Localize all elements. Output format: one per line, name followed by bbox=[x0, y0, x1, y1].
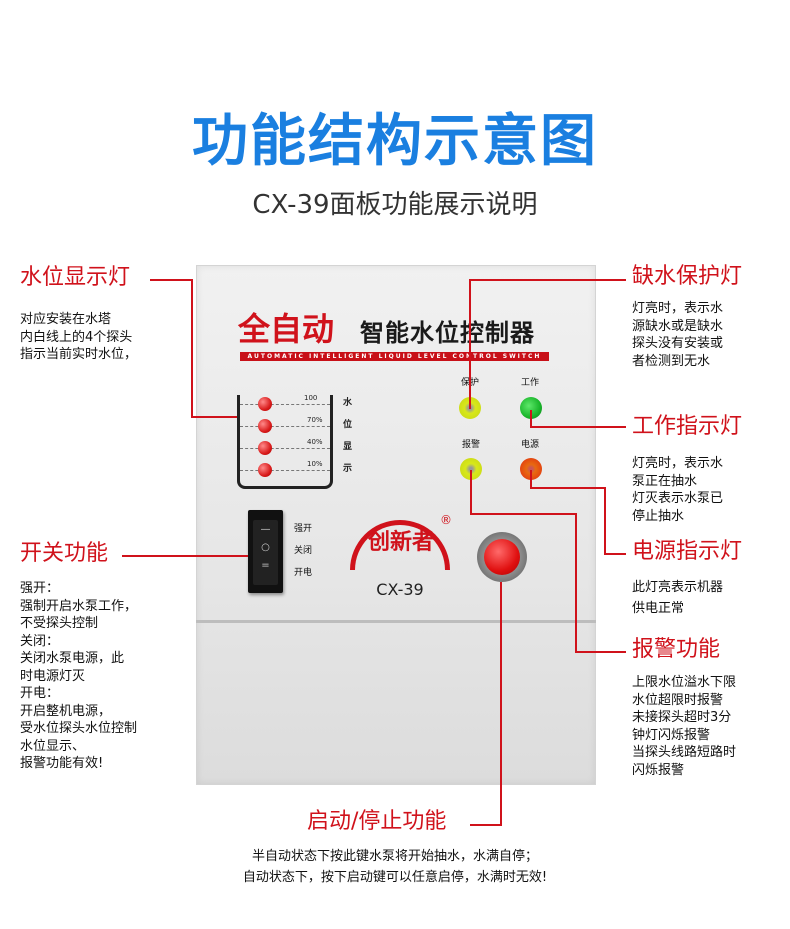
switch-label-force: 强开 bbox=[294, 524, 313, 534]
callout-desc-work: 灯亮时，表示水 泵正在抽水 灯灭表示水泵已 停止抽水 bbox=[632, 456, 724, 524]
callout-desc-start-stop: 自动状态下，按下启动键可以任意启停，水满时无效! bbox=[242, 870, 548, 885]
callout-line bbox=[470, 470, 472, 515]
switch-symbol-force: — bbox=[260, 524, 271, 535]
indicator-label-alarm: 报警 bbox=[462, 440, 481, 450]
callout-line bbox=[500, 582, 502, 826]
page-subtitle: CX-39面板功能展示说明 bbox=[252, 190, 538, 220]
level-line bbox=[240, 448, 330, 449]
callout-line bbox=[469, 279, 626, 281]
callout-desc-power: 此灯亮表示机器 供电正常 bbox=[632, 580, 724, 616]
level-line bbox=[240, 404, 330, 405]
callout-desc-switch: 强开： 强制开启水泵工作， 不受探头控制 关闭： 关闭水泵电源，此 时电源灯灭 … bbox=[20, 581, 138, 771]
callout-line bbox=[575, 513, 577, 653]
callout-line bbox=[191, 416, 237, 418]
callout-line bbox=[604, 487, 606, 555]
callout-title-water-level: 水位显示灯 bbox=[20, 265, 131, 290]
callout-line bbox=[530, 426, 626, 428]
power-led bbox=[520, 458, 542, 480]
callout-line bbox=[575, 651, 626, 653]
work-led bbox=[520, 397, 542, 419]
start-stop-button-cap[interactable] bbox=[484, 539, 520, 575]
alarm-led bbox=[460, 458, 482, 480]
callout-title-work: 工作指示灯 bbox=[632, 414, 743, 439]
callout-desc-water-level: 对应安装在水塔 内白线上的4个探头 指示当前实时水位， bbox=[20, 312, 138, 362]
level-label: 70% bbox=[307, 416, 323, 424]
level-led-10 bbox=[258, 463, 272, 477]
callout-line bbox=[470, 513, 577, 515]
brand-logo: 创新者 bbox=[367, 530, 434, 555]
level-line bbox=[240, 426, 330, 427]
registered-mark: ® bbox=[440, 513, 452, 527]
level-led-100 bbox=[258, 397, 272, 411]
level-label: 40% bbox=[307, 438, 323, 446]
callout-title-alarm: 报警功能 bbox=[632, 637, 721, 662]
switch-symbol-off: ○ bbox=[261, 542, 270, 553]
indicator-label-work: 工作 bbox=[521, 378, 540, 388]
level-label: 100 bbox=[304, 394, 318, 402]
page-title: 功能结构示意图 bbox=[192, 109, 598, 174]
level-vertical-text: 位 bbox=[343, 420, 353, 430]
rocker-switch[interactable]: — ○ = bbox=[248, 510, 283, 593]
level-label: 10% bbox=[307, 460, 323, 468]
level-led-40 bbox=[258, 441, 272, 455]
model-number: CX-39 bbox=[376, 580, 424, 599]
callout-line bbox=[530, 470, 532, 489]
level-vertical-text: 水 bbox=[343, 398, 353, 408]
callout-line bbox=[530, 410, 532, 428]
level-vertical-text: 示 bbox=[343, 464, 353, 474]
rocker-switch-face[interactable]: — ○ = bbox=[253, 520, 278, 585]
callout-line bbox=[604, 553, 626, 555]
brand-title-black: 智能水位控制器 bbox=[360, 319, 535, 347]
brand-english: AUTOMATIC INTELLIGENT LIQUID LEVEL CONTR… bbox=[240, 352, 549, 361]
callout-title-power: 电源指示灯 bbox=[632, 539, 743, 564]
callout-desc-start-stop: 半自动状态下按此键水泵将开始抽水，水满自停； bbox=[251, 849, 538, 864]
callout-desc-alarm: 上限水位溢水下限 水位超限时报警 未接探头超时3分 钟灯闪烁报警 当探头线路短路… bbox=[632, 675, 737, 778]
indicator-label-power: 电源 bbox=[521, 440, 540, 450]
callout-desc-protect: 灯亮时，表示水 源缺水或是缺水 探头没有安装或 者检测到无水 bbox=[632, 301, 724, 369]
panel-divider bbox=[196, 620, 596, 623]
callout-line bbox=[469, 279, 471, 409]
switch-label-off: 关闭 bbox=[294, 546, 313, 556]
callout-line bbox=[530, 487, 606, 489]
callout-line bbox=[470, 824, 502, 826]
callout-line bbox=[191, 279, 193, 418]
level-vertical-text: 显 bbox=[343, 442, 353, 452]
brand-title-red: 全自动 bbox=[238, 310, 335, 348]
level-led-70 bbox=[258, 419, 272, 433]
callout-title-protect: 缺水保护灯 bbox=[632, 264, 743, 289]
switch-symbol-on: = bbox=[261, 560, 270, 571]
callout-line bbox=[122, 555, 248, 557]
callout-title-start-stop: 启动/停止功能 bbox=[307, 809, 447, 834]
callout-line bbox=[150, 279, 193, 281]
level-line bbox=[240, 470, 330, 471]
callout-title-switch: 开关功能 bbox=[20, 541, 109, 566]
water-tank-graphic bbox=[237, 395, 333, 489]
start-stop-button[interactable] bbox=[477, 532, 527, 582]
switch-label-on: 开电 bbox=[294, 568, 313, 578]
